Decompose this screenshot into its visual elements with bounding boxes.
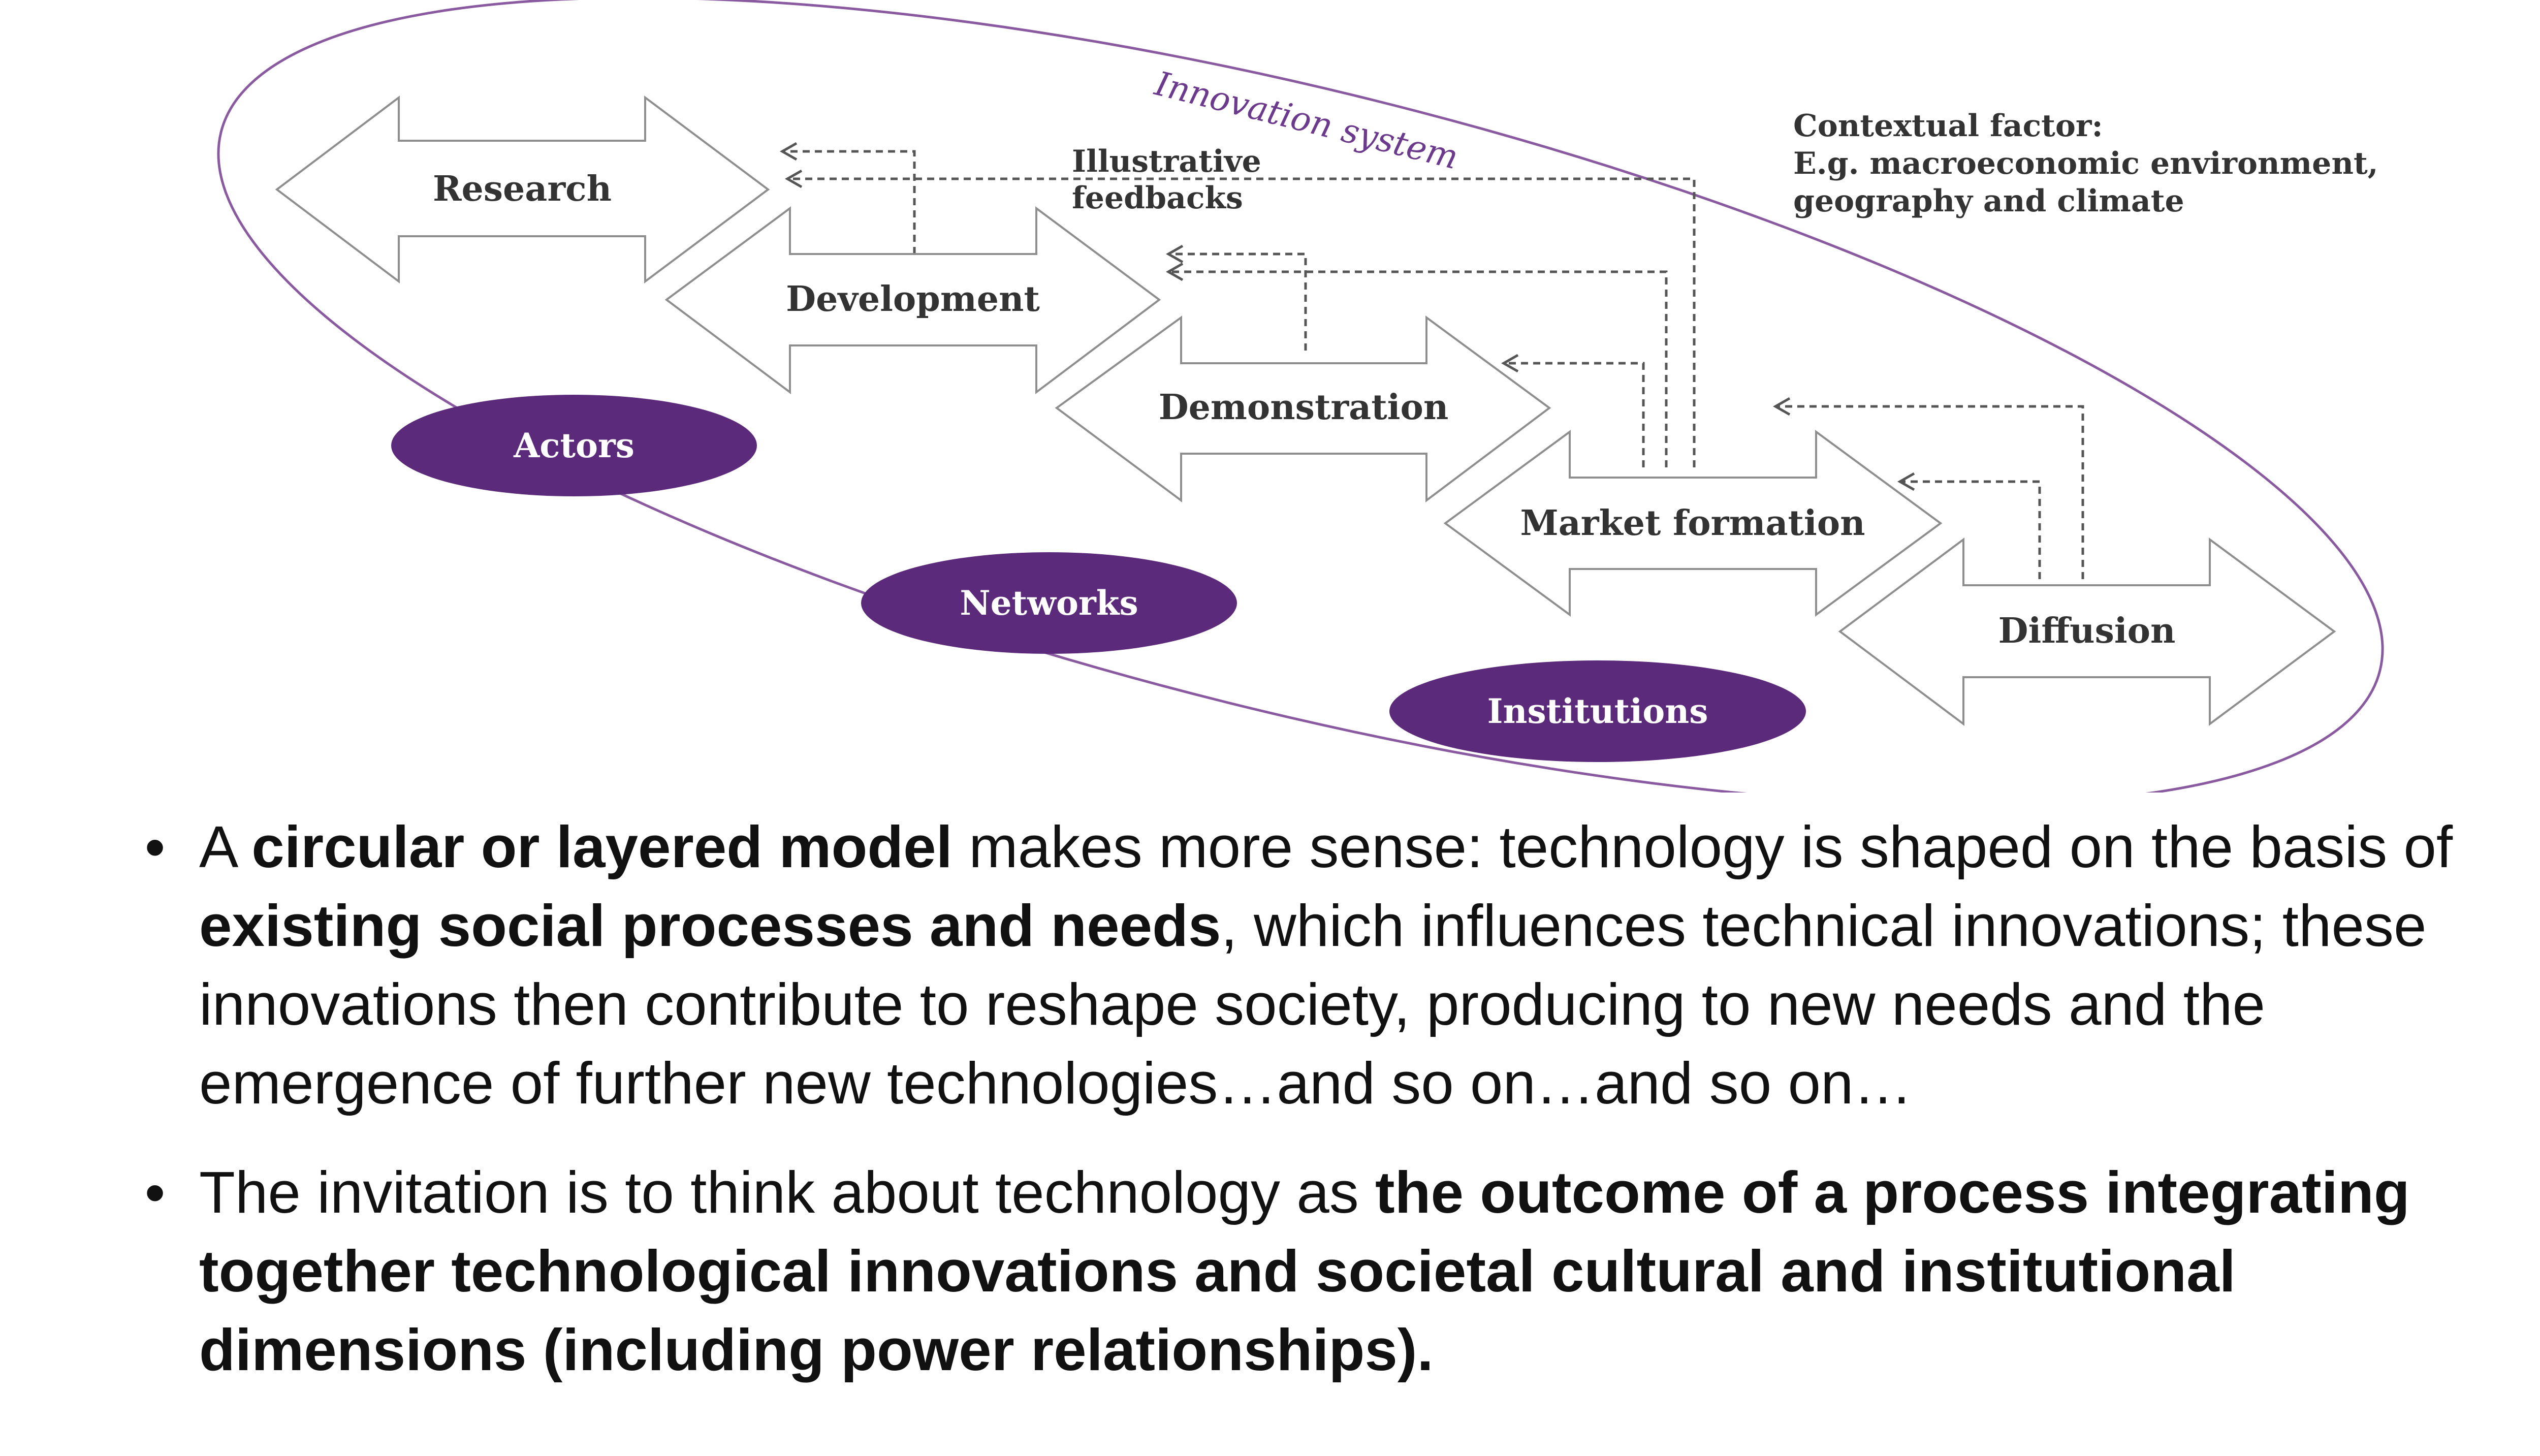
stage-arrow-diffusion: Diffusion [1838, 537, 2336, 726]
context-line-1: Contextual factor: [1793, 108, 2103, 144]
feedback-lines [779, 142, 2084, 579]
component-label-actors: Actors [513, 426, 634, 465]
bullet-item-2: • The invitation is to think about techn… [132, 1153, 2469, 1389]
context-line-3: geography and climate [1793, 183, 2184, 219]
innovation-system-diagram: Innovation system Contextual factor: E.g… [217, 0, 2384, 793]
stage-label-research: Research [433, 169, 612, 209]
stage-arrow-development: Development [664, 206, 1161, 395]
component-label-networks: Networks [960, 583, 1138, 623]
bullet-2-seg-1: the outcome of a process integrating tog… [199, 1159, 2410, 1383]
bullet-1-seg-3: existing social processes and needs [199, 893, 1221, 959]
component-institutions: Institutions [1389, 660, 1806, 762]
innovation-system-ellipse [217, 0, 2384, 793]
bullet-1-seg-0: A [199, 814, 252, 880]
stage-label-demonstration: Demonstration [1159, 387, 1449, 428]
bullet-1-seg-4: , which influences technical innovations… [199, 893, 2427, 1116]
stage-arrow-demonstration: Demonstration [1055, 315, 1551, 503]
component-actors: Actors [391, 395, 757, 496]
component-label-institutions: Institutions [1487, 691, 1708, 731]
stage-arrow-market-formation: Market formation [1443, 430, 1943, 617]
bullet-1-seg-2: makes more sense: technology is shaped o… [952, 814, 2453, 880]
stage-label-development: Development [786, 279, 1040, 320]
bullet-marker: • [144, 1159, 166, 1225]
stage-label-diffusion: Diffusion [1998, 611, 2176, 651]
stage-label-market-formation: Market formation [1520, 503, 1865, 544]
bullet-2-seg-0: The invitation is to think about technol… [199, 1159, 1375, 1225]
bullet-marker: • [144, 814, 166, 880]
bullet-list: • A circular or layered model makes more… [132, 808, 2469, 1420]
context-line-2: E.g. macroeconomic environment, [1793, 146, 2378, 181]
component-networks: Networks [861, 552, 1237, 654]
feedback-label-line-2: feedbacks [1072, 180, 1243, 216]
feedback-label-line-1: Illustrative [1072, 144, 1261, 179]
bullet-1-seg-1: circular or layered model [251, 814, 952, 880]
stage-arrow-research: Research [275, 95, 770, 284]
bullet-item-1: • A circular or layered model makes more… [132, 808, 2469, 1123]
